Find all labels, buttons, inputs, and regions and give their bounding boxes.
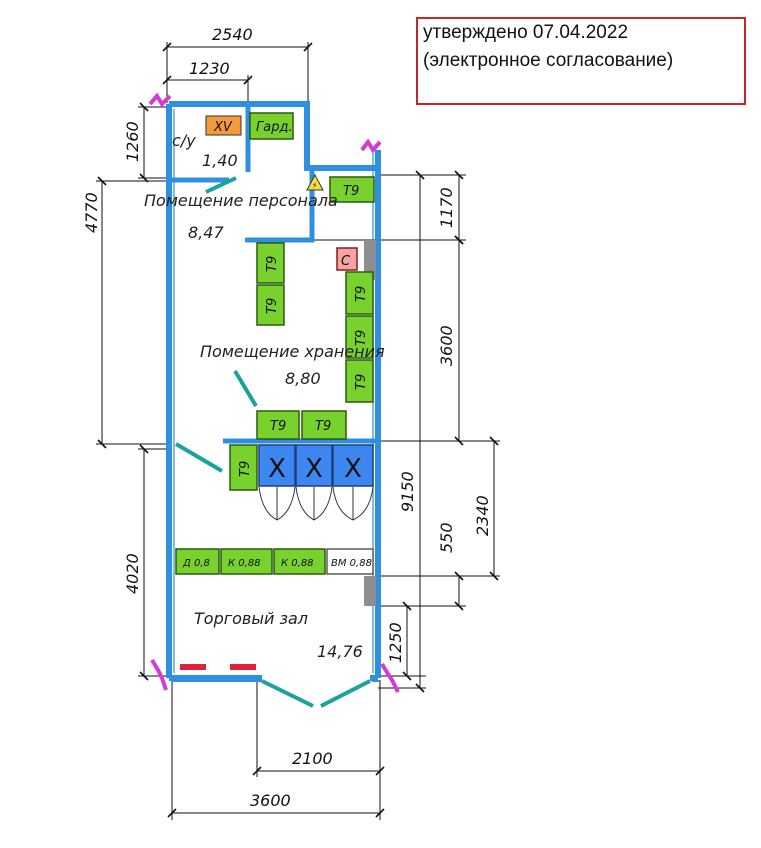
equipment-safe: С <box>336 247 358 271</box>
entrance <box>172 679 380 708</box>
dim-right-mid: 3600 <box>437 325 456 366</box>
approval-stamp: утверждено 07.04.2022 (электронное согла… <box>416 17 746 105</box>
room-sales-area: 14,76 <box>317 642 363 661</box>
stamp-line-date: утверждено 07.04.2022 <box>423 22 629 43</box>
equipment-t9-left-1: Т9 <box>256 242 285 284</box>
svg-text:Т9: Т9 <box>354 286 369 302</box>
door-wc <box>205 176 237 194</box>
equipment-t9-staff: Т9 <box>329 176 375 203</box>
room-sales-name: Торговый зал <box>194 609 308 628</box>
fridge-door-swings <box>258 486 374 521</box>
stamp-line-note: (электронное согласование) <box>423 50 674 71</box>
svg-text:Д 0,8: Д 0,8 <box>182 558 210 569</box>
fridge-3-mark: Х <box>344 454 362 484</box>
equipment-t9-right-2: Т9 <box>345 315 374 359</box>
equipment-t9-right-3: Т9 <box>345 359 374 403</box>
svg-text:Т9: Т9 <box>238 461 253 477</box>
room-labels: с/у 1,40 Помещение персонала 8,47 Помеще… <box>144 131 385 661</box>
equipment-k088-b: К 0,88 <box>273 548 326 575</box>
equipment-d08: Д 0,8 <box>175 548 220 575</box>
fridge-1-mark: Х <box>268 454 286 484</box>
svg-text:Т9: Т9 <box>265 298 280 314</box>
room-storage-area: 8,80 <box>285 369 321 388</box>
heater-left <box>180 664 206 670</box>
break-marks <box>148 92 400 693</box>
break-mark-bottom-left <box>150 658 168 691</box>
column-upper <box>364 240 376 280</box>
interior-doors <box>174 176 258 473</box>
break-mark-top-right <box>360 138 382 154</box>
dim-right-1250: 1250 <box>386 622 405 663</box>
room-storage-name: Помещение хранения <box>200 342 385 361</box>
svg-text:Т9: Т9 <box>270 419 286 434</box>
dim-right-550: 550 <box>437 522 456 553</box>
equipment-t9-left-2: Т9 <box>256 284 285 326</box>
dim-left-lower: 4020 <box>123 553 142 594</box>
dim-top-total: 2540 <box>212 25 253 44</box>
svg-text:Т9: Т9 <box>343 184 359 199</box>
electrical-panel-icon: ⚡ <box>306 173 324 191</box>
dimension-labels: 2540 1230 1260 4770 4020 1170 3600 9150 … <box>82 25 492 810</box>
fridge-2-mark: Х <box>305 454 323 484</box>
dim-bottom-door: 2100 <box>292 749 333 768</box>
svg-text:Т9: Т9 <box>354 330 369 346</box>
svg-text:ХV: ХV <box>213 120 233 135</box>
svg-text:К 0,88: К 0,88 <box>281 558 314 569</box>
heater-right <box>230 664 256 670</box>
equipment-k088-a: К 0,88 <box>220 548 273 575</box>
entrance-door-left <box>261 679 314 708</box>
svg-text:⚡: ⚡ <box>312 181 318 190</box>
room-staff-name: Помещение персонала <box>144 191 338 210</box>
dim-right-top: 1170 <box>437 187 456 228</box>
svg-text:Гард.: Гард. <box>256 120 293 135</box>
equipment-wardrobe: Гард. <box>249 112 294 140</box>
svg-text:Т9: Т9 <box>354 374 369 390</box>
equipment-t9-right-1: Т9 <box>345 271 374 315</box>
dimension-lines <box>96 42 500 820</box>
fridge-row: Х Х Х <box>258 444 374 487</box>
dim-top-inner: 1230 <box>189 59 230 78</box>
break-mark-bottom-right <box>380 662 400 693</box>
dim-left-wc: 1260 <box>123 121 142 162</box>
svg-text:Т9: Т9 <box>265 256 280 272</box>
room-wc-name: с/у <box>172 131 196 150</box>
equipment-t9-sales: Т9 <box>229 444 258 491</box>
dim-left-upper: 4770 <box>82 192 101 233</box>
equipment-t9-bottom-1: Т9 <box>256 410 300 440</box>
dim-right-total: 9150 <box>398 471 417 512</box>
break-mark-top-left <box>148 92 172 108</box>
entrance-door-right <box>320 679 371 708</box>
column-lower <box>364 576 376 606</box>
dim-right-2340: 2340 <box>473 495 492 536</box>
dim-bottom-total: 3600 <box>250 791 291 810</box>
room-wc-area: 1,40 <box>202 151 238 170</box>
equipment-vm088: ВМ 0,88 <box>326 548 374 575</box>
door-storage <box>233 369 258 408</box>
walls <box>166 101 381 681</box>
equipment-xv: ХV <box>205 115 242 136</box>
svg-text:ВМ 0,88: ВМ 0,88 <box>331 558 372 569</box>
svg-text:Т9: Т9 <box>315 419 331 434</box>
equipment-t9-bottom-2: Т9 <box>301 410 347 440</box>
room-staff-area: 8,47 <box>188 223 224 242</box>
door-sales <box>174 442 224 473</box>
svg-text:К 0,88: К 0,88 <box>228 558 261 569</box>
svg-text:С: С <box>341 254 351 269</box>
interior-walls <box>169 104 378 444</box>
